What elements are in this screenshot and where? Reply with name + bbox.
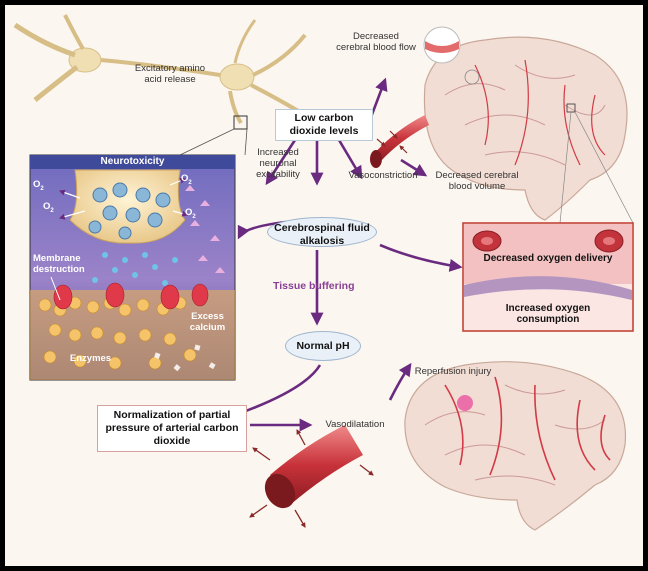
normal-ph-node: Normal pH — [285, 331, 361, 361]
enzymes-label: Enzymes — [69, 353, 112, 364]
diagram-illustration — [13, 14, 634, 531]
excitatory-label: Excitatory amino acid release — [134, 63, 206, 85]
dilated-vessel — [264, 425, 363, 509]
normalization-box: Normalization of partial pressure of art… — [97, 405, 247, 452]
brain-top — [423, 36, 628, 221]
csf-alkalosis-node: Cerebrospinal fluid alkalosis — [267, 217, 377, 247]
neuron-illustration — [13, 14, 307, 125]
diagram-canvas: Excitatory amino acid release Decreased … — [5, 5, 643, 566]
tissue-buffering-label: Tissue buffering — [273, 280, 355, 292]
reperfusion-label: Reperfusion injury — [414, 366, 492, 377]
excess-calcium-label: Excess calcium — [189, 311, 226, 333]
vessel-inset — [423, 26, 461, 64]
decreased-oxygen-label: Decreased oxygen delivery — [483, 253, 613, 264]
decreased-volume-label: Decreased cerebral blood volume — [435, 170, 519, 192]
o2-label-2: O2 — [43, 201, 54, 214]
constricted-vessel — [370, 115, 429, 168]
increased-consumption-label: Increased oxygen consumption — [505, 303, 591, 325]
decreased-flow-label: Decreased cerebral blood flow — [336, 31, 416, 53]
presynaptic-terminal — [69, 169, 186, 244]
vasodilatation-label: Vasodilatation — [325, 419, 385, 430]
o2-label-3: O2 — [181, 173, 192, 186]
increased-excitability-label: Increased neuronal excitability — [256, 147, 300, 180]
vasoconstriction-label: Vasoconstriction — [348, 170, 418, 181]
o2-label-1: O2 — [33, 179, 44, 192]
neurotoxicity-title: Neurotoxicity — [100, 156, 165, 167]
membrane-label: Membrane destruction — [33, 253, 85, 275]
brain-bottom — [404, 361, 627, 531]
o2-label-4: O2 — [185, 207, 196, 220]
low-co2-box: Low carbon dioxide levels — [275, 109, 373, 141]
